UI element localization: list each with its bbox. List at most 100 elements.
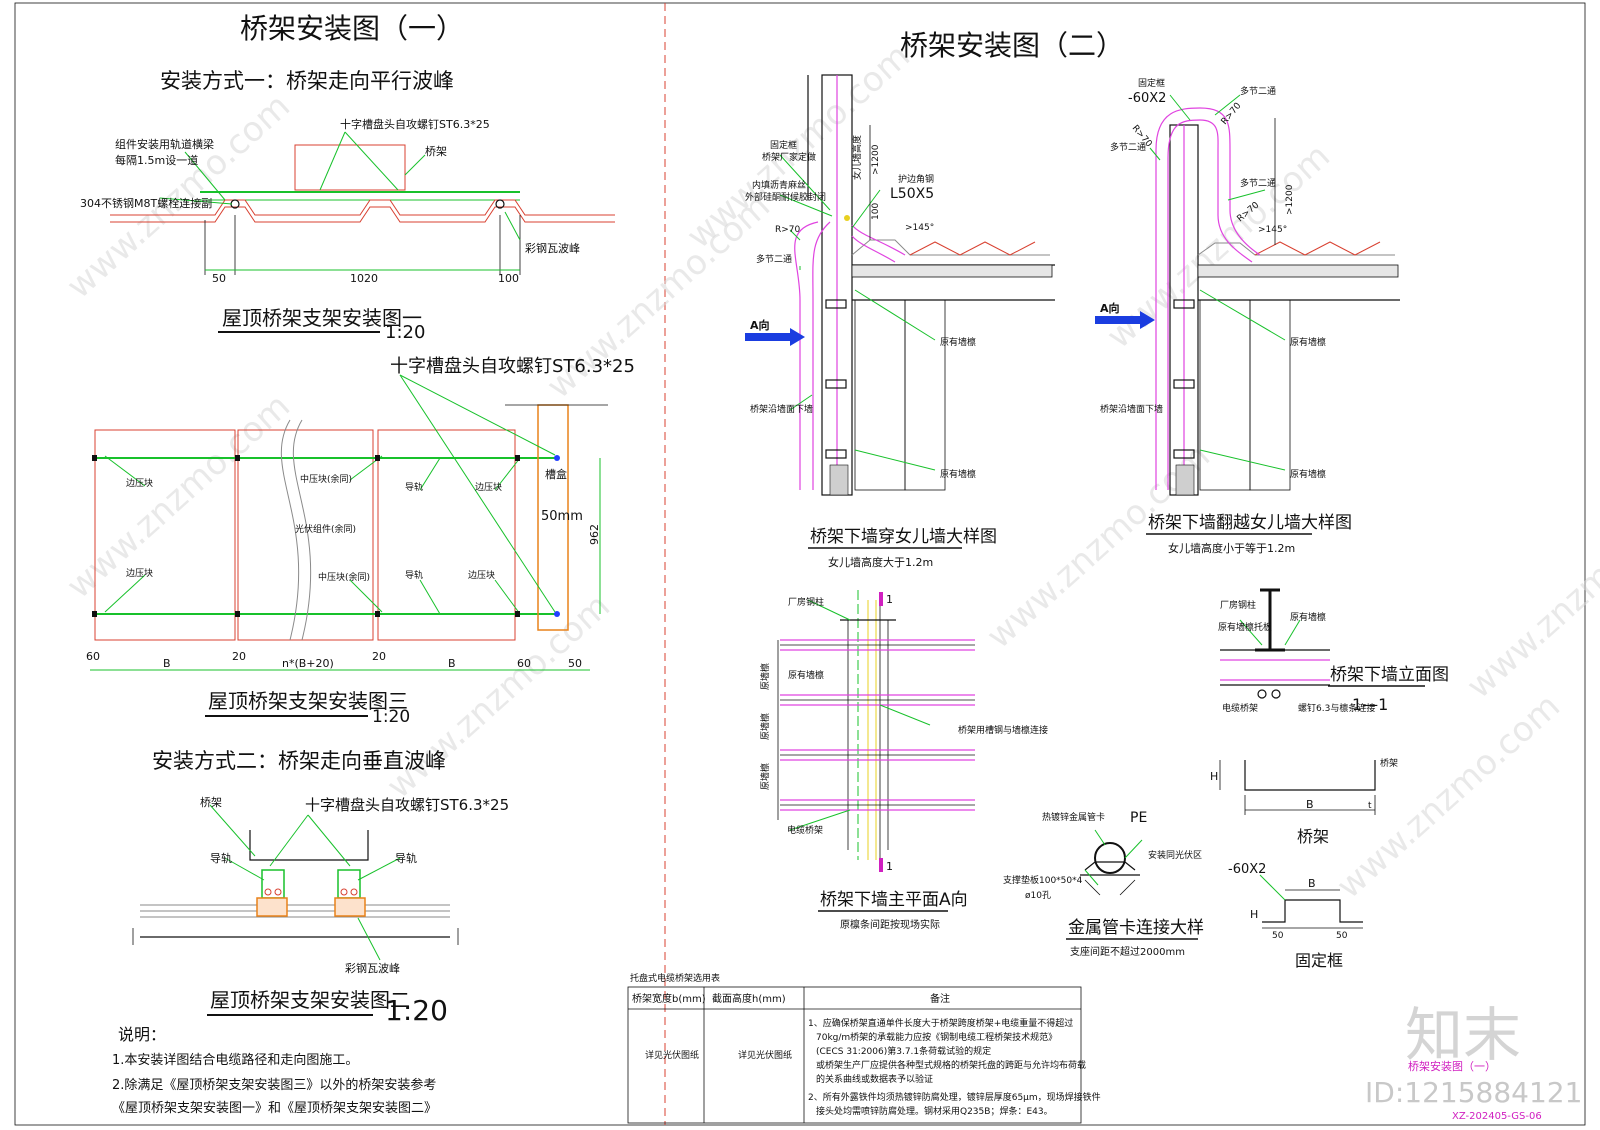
fig3-edge-block-1: 边压块 [126, 477, 153, 489]
detailA-caption: 桥架下墙穿女儿墙大样图 [810, 527, 997, 547]
fig3-dim-60a: 60 [86, 650, 100, 663]
fig2-drawing [132, 804, 459, 961]
fig3-caption: 屋顶桥架支架安装图三 [208, 689, 408, 713]
detailB-orig-wall-2: 原有墙檩 [1290, 468, 1326, 480]
plan-drawing [777, 590, 975, 872]
sheet-border [14, 2, 1586, 1126]
elev-cable: 电缆桥架 [1222, 702, 1258, 714]
plan-caption: 桥架下墙主平面A向 [820, 890, 968, 910]
fig3-dim-b1: B [163, 657, 171, 670]
detailB-wall-down: 桥架沿墙面下墙 [1100, 403, 1163, 415]
detailA-angle-2: L50X5 [890, 186, 934, 202]
fig1-note-tray: 桥架 [425, 145, 447, 158]
tray-b: B [1306, 798, 1314, 811]
fig3-rail-2: 导轨 [405, 569, 423, 581]
detailB-caption: 桥架下墙翻越女儿墙大样图 [1148, 513, 1352, 533]
frame-plate: -60X2 [1228, 862, 1266, 877]
table-h2: 截面高度h(mm) [712, 992, 786, 1005]
stamp-code: XZ-202405-GS-06 [1452, 1111, 1542, 1122]
fig3-edge-block-4: 边压块 [468, 569, 495, 581]
method2-heading: 安装方式二：桥架走向垂直波峰 [152, 749, 446, 773]
clamp-card: 热镀锌金属管卡 [1042, 811, 1105, 823]
table-r2: 70kg/m桥架的承载能力应按《钢制电缆工程桥架技术规范》 [816, 1031, 1057, 1043]
detailB-h1200: >1200 [1285, 184, 1295, 215]
detailA-fix-frame: 固定框 [770, 139, 797, 151]
detailB-multi-2: 多节二通 [1110, 141, 1146, 153]
fig1-caption: 屋顶桥架支架安装图一 [222, 306, 422, 330]
elev-beam: 原有墙檩托板 [1218, 621, 1272, 633]
fig3-dim-b2: B [448, 657, 456, 670]
brand-logo: 知末 [1405, 1001, 1521, 1069]
fig3-dim-n: n*(B+20) [282, 657, 334, 670]
detailB-fix-frame: 固定框 [1138, 77, 1165, 89]
clamp-drawing [1080, 829, 1143, 896]
clamp-caption: 金属管卡连接大样 [1068, 918, 1204, 938]
table-r4: 或桥架生产厂应提供各种型式规格的桥架托盘的跨距与允许均布荷载 [816, 1059, 1086, 1071]
elev-section: 1—1 [1352, 695, 1388, 714]
fig1-note-screw: 十字槽盘头自攻螺钉ST6.3*25 [340, 117, 490, 131]
detailA-parapet: 女儿墙高度 [851, 135, 863, 180]
svg-text:www.znzmo.com: www.znzmo.com [1459, 486, 1600, 707]
table-r3: (CECS 31:2006)第3.7.1条荷载试验的规定 [816, 1045, 991, 1057]
detailA-angle-1: 护边角钢 [898, 173, 934, 185]
elev-purlin: 原有墙檩 [1290, 611, 1326, 623]
fig3-drawing [90, 374, 608, 671]
detailB-plate: -60X2 [1128, 91, 1166, 106]
table-r6: 2、所有外露铁件均须热镀锌防腐处理，镀锌层厚度65μm，现场焊接铁件 [808, 1091, 1101, 1103]
detailB-multi-3: 多节二通 [1240, 177, 1276, 189]
fig2-scale: 1:20 [385, 994, 448, 1027]
frame-b: B [1308, 877, 1316, 890]
table-r7: 接头处均需喷锌防腐处理。钢材采用Q235B；焊条：E43。 [816, 1105, 1053, 1117]
plan-wall-purlin: 原有墙檩 [788, 669, 824, 681]
method1-heading: 安装方式一：桥架走向平行波峰 [160, 69, 454, 93]
watermark-layer: www.znzmo.com www.znzmo.com www.znzmo.co… [59, 36, 1600, 907]
detailA-seal-1: 内填沥青麻丝 [752, 179, 806, 191]
detailA-seal-2: 外部硅酮耐候胶封闭 [745, 191, 826, 203]
frame-d2: 50 [1336, 931, 1348, 941]
fig3-dim-60b: 60 [517, 657, 531, 670]
fig2-note-roof: 彩钢瓦波峰 [345, 962, 400, 975]
elev-caption: 桥架下墙立面图 [1330, 665, 1449, 685]
svg-text:www.znzmo.com: www.znzmo.com [679, 36, 918, 257]
fig1-dim-c: 100 [498, 272, 519, 285]
detailB-arrow-label: A向 [1100, 301, 1120, 315]
fig1-tray-outline [294, 144, 406, 191]
fig2-caption: 屋顶桥架支架安装图二 [210, 988, 410, 1012]
fig3-dim-20b: 20 [372, 650, 386, 663]
fig3-pv-module: 光伏组件(余同) [295, 523, 356, 535]
table-c1: 详见光伏图纸 [645, 1049, 699, 1061]
elev-col: 厂房钢柱 [1220, 599, 1256, 611]
fig3-rail-1: 导轨 [405, 481, 423, 493]
fig2-note-screw: 十字槽盘头自攻螺钉ST6.3*25 [305, 796, 509, 814]
plan-connect: 桥架用槽钢与墙檩连接 [958, 724, 1048, 736]
tray-caption: 桥架 [1297, 827, 1329, 846]
tray-h: H [1210, 770, 1218, 783]
fig1-note-roof: 彩钢瓦波峰 [525, 242, 580, 255]
fig2-rail-1: 导轨 [210, 851, 232, 865]
fig3-dim-h: 962 [588, 524, 601, 545]
detailB-drawing [1095, 94, 1400, 496]
fig3-trough: 槽盒 [545, 467, 567, 481]
plan-sec-1: 1 [886, 593, 893, 606]
detailA-fix-frame-2: 桥架厂家定做 [762, 151, 816, 163]
clamp-pad-1: 支撑垫板100*50*4 [1003, 874, 1083, 886]
fig3-dim-20a: 20 [232, 650, 246, 663]
plan-purlin-2: 原墙檩 [759, 713, 771, 740]
detailA-orig-wall-1: 原有墙檩 [940, 336, 976, 348]
notes-line-1: 1.本安装详图结合电缆路径和走向图施工。 [112, 1052, 358, 1068]
fig2-rail-2: 导轨 [395, 851, 417, 865]
plan-cable: 电缆桥架 [787, 824, 823, 836]
fig3-dim-50: 50 [568, 657, 582, 670]
detailA-wall-down: 桥架沿墙面下墙 [750, 403, 813, 415]
fig1-dim-b: 1020 [350, 272, 378, 285]
detailA-multi: 多节二通 [756, 253, 792, 265]
fig3-edge-block-2: 边压块 [126, 567, 153, 579]
plan-col: 厂房钢柱 [788, 596, 824, 608]
fig3-note-screw: 十字槽盘头自攻螺钉ST6.3*25 [390, 356, 635, 377]
svg-text:www.znzmo.com: www.znzmo.com [379, 586, 618, 807]
detailA-sub: 女儿墙高度大于1.2m [828, 555, 933, 569]
notes-line-3: 《屋顶桥架支架安装图一》和《屋顶桥架支架安装图二》 [112, 1101, 437, 1116]
detailA-orig-wall-2: 原有墙檩 [940, 468, 976, 480]
clamp-sub: 支座间距不超过2000mm [1070, 945, 1185, 958]
